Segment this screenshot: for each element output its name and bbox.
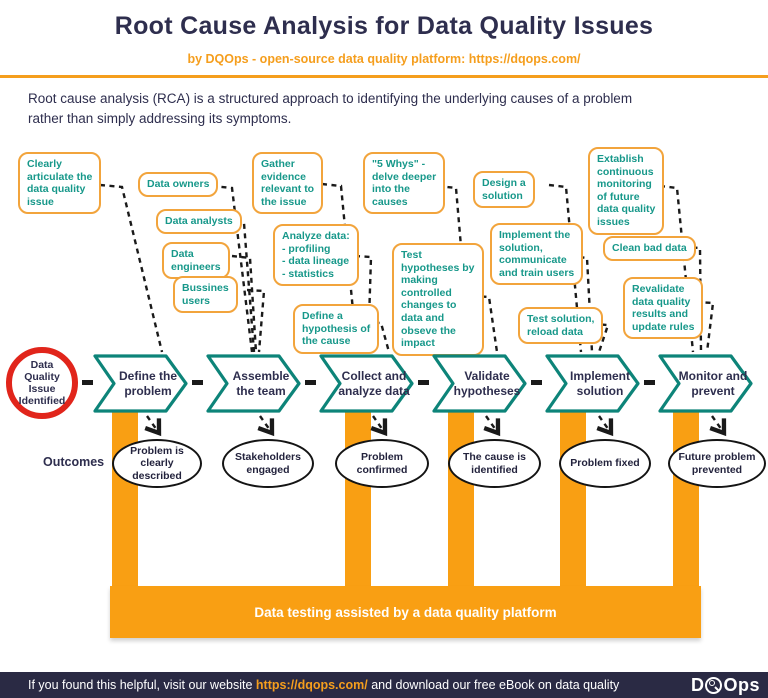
step-monitor-prevent: Monitor and prevent: [658, 354, 753, 413]
step-label: Assemble the team: [232, 369, 290, 398]
step-label: Collect and analyze data: [338, 369, 410, 398]
outcome-cause-identified: The cause is identified: [448, 439, 541, 488]
outcome-arrow: [483, 415, 501, 437]
callout-establish-monitoring: Extablish continuous monitoring of futur…: [588, 147, 665, 235]
callout-gather-evidence: Gather evidence relevant to the issue: [252, 152, 324, 215]
callout-clean-bad-data: Clean bad data: [603, 236, 696, 261]
footer-text: If you found this helpful, visit our web…: [0, 678, 619, 692]
platform-connector-bar: [112, 410, 138, 590]
chevron-shape: [658, 354, 753, 413]
platform-connector-bar: [673, 410, 699, 590]
callout-data-owners: Data owners: [138, 172, 219, 197]
callout-implement-solution: Implement the solution, communicate and …: [490, 223, 584, 286]
step-validate-hypotheses: Validate hypotheses: [432, 354, 527, 413]
flow-dash: [305, 380, 316, 385]
step-label: Validate hypotheses: [453, 369, 521, 398]
callout-business-users: Bussines users: [173, 276, 238, 314]
platform-banner-label: Data testing assisted by a data quality …: [254, 604, 557, 620]
callout-data-analysts: Data analysts: [156, 209, 242, 234]
start-node-issue-identified: Data Quality Issue Identified: [6, 347, 78, 419]
step-assemble-team: Assemble the team: [206, 354, 301, 413]
flow-dash: [644, 380, 655, 385]
outcomes-label: Outcomes: [43, 455, 105, 469]
outcome-future-prevented: Future problem prevented: [668, 439, 766, 488]
outcome-problem-confirmed: Problem confirmed: [335, 439, 429, 488]
outcome-arrow: [144, 415, 162, 437]
step-label: Define the problem: [118, 369, 177, 398]
footer-text-suffix: and download our free eBook on data qual…: [367, 678, 620, 692]
step-label: Monitor and prevent: [678, 369, 748, 398]
outcome-arrow: [596, 415, 614, 437]
outcome-arrow: [709, 415, 727, 437]
callout-revalidate-results: Revalidate data quality results and upda…: [623, 277, 704, 340]
callout-test-hypotheses: Test hypotheses by making controlled cha…: [392, 243, 484, 356]
chevron-shape: [545, 354, 640, 413]
dqops-url-link[interactable]: https://dqops.com/: [468, 52, 581, 66]
callout-articulate-issue: Clearly articulate the data quality issu…: [18, 152, 102, 215]
footer-dqops-link[interactable]: https://dqops.com/: [255, 678, 368, 692]
outcome-stakeholders-engaged: Stakeholders engaged: [222, 439, 314, 488]
flow-dash: [418, 380, 429, 385]
platform-banner: Data testing assisted by a data quality …: [110, 586, 701, 638]
connector-line: [99, 183, 164, 353]
chevron-shape: [93, 354, 188, 413]
outcome-problem-described: Problem is clearly described: [112, 439, 202, 488]
outcome-problem-fixed: Problem fixed: [559, 439, 651, 488]
logo-letters-ops: Ops: [723, 674, 760, 695]
footer-bar: If you found this helpful, visit our web…: [0, 672, 768, 698]
chevron-shape: [319, 354, 414, 413]
step-collect-data: Collect and analyze data: [319, 354, 414, 413]
intro-description: Root cause analysis (RCA) is a structure…: [28, 91, 633, 127]
logo-letter-d: D: [690, 674, 705, 695]
step-label: Implement solution: [569, 369, 630, 398]
callout-design-solution: Design a solution: [473, 171, 535, 209]
divider-line: [0, 75, 768, 78]
callout-5-whys: "5 Whys" - delve deeper into the causes: [363, 152, 446, 215]
step-implement-solution: Implement solution: [545, 354, 640, 413]
callout-analyze-data: Analyze data: - profiling - data lineage…: [273, 224, 359, 287]
connector-line: [246, 288, 266, 353]
outcome-arrow: [257, 415, 275, 437]
flow-dash: [82, 380, 93, 385]
page-title: Root Cause Analysis for Data Quality Iss…: [114, 12, 654, 40]
magnifier-q-icon: [705, 676, 723, 694]
dqops-logo: D Ops: [691, 672, 760, 698]
platform-connector-bar: [448, 410, 474, 590]
chevron-shape: [432, 354, 527, 413]
outcome-arrow: [370, 415, 388, 437]
callout-test-solution: Test solution, reload data: [518, 307, 604, 345]
callout-data-engineers: Data engineers: [162, 242, 230, 280]
callout-define-hypothesis: Define a hypothesis of the cause: [293, 304, 380, 354]
flow-dash: [531, 380, 542, 385]
platform-connector-bar: [560, 410, 586, 590]
flow-dash: [192, 380, 203, 385]
page-subtitle: by DQOps - open-source data quality plat…: [0, 52, 768, 66]
step-define-problem: Define the problem: [93, 354, 188, 413]
footer-text-prefix: If you found this helpful, visit our web…: [28, 678, 256, 692]
subtitle-text: by DQOps - open-source data quality plat…: [187, 52, 469, 66]
platform-connector-bar: [345, 410, 371, 590]
chevron-shape: [206, 354, 301, 413]
